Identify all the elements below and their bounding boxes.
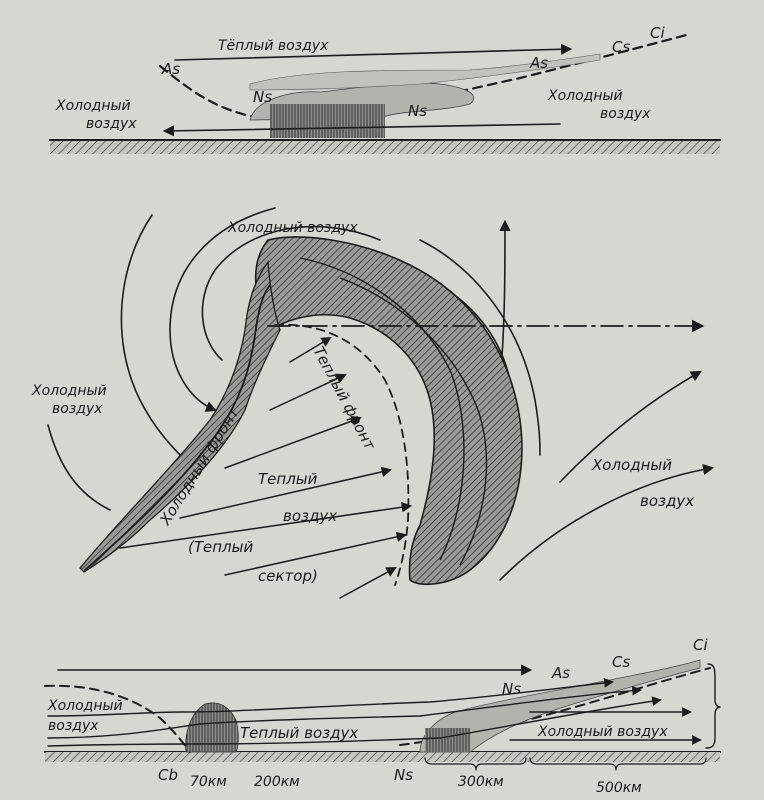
top-cloud-as: [249, 53, 601, 91]
bottom-flow-2: [47, 685, 642, 739]
right-arrow-1: [559, 370, 702, 483]
top-label-ci: Ci: [650, 24, 665, 42]
bottom-label-cs: Cs: [612, 653, 630, 671]
top-cold-air-left-2: воздух: [86, 116, 137, 132]
top-cold-air-left: Холодный воздух: [55, 98, 137, 132]
top-warm-air-label: Тёплый воздух: [218, 38, 329, 54]
mid-cold-air-right-1: Холодный: [591, 456, 672, 474]
top-warm-arrow: [174, 43, 573, 61]
bottom-cold-air-right: Холодный воздух: [537, 724, 668, 740]
distance-bracket-300: [424, 757, 527, 771]
top-cold-air-right: Холодный воздух: [547, 88, 651, 122]
bottom-warm-front-surface: [399, 667, 711, 746]
bottom-label-ci: Ci: [693, 636, 708, 654]
warm-arrow-2: [269, 373, 347, 411]
bottom-precip: [425, 728, 470, 752]
bottom-cold-air-left: Холодный воздух: [47, 698, 127, 734]
bottom-label-ns-top: Ns: [502, 680, 521, 698]
warm-arrow-5: [119, 502, 413, 549]
mid-warm-sector-2: сектор): [258, 567, 318, 585]
circ-arrow-3: [201, 225, 381, 361]
cold-front-band: [79, 260, 281, 573]
warm-arrow-7: [339, 566, 397, 599]
top-cold-arrow: [162, 123, 561, 137]
bottom-warm-air: Теплый воздух: [240, 724, 358, 742]
top-cold-air-right-2: воздух: [600, 106, 651, 122]
mid-warm-air-2: воздух: [283, 507, 337, 525]
mid-cold-air-left: Холодный воздух: [31, 383, 111, 417]
top-label-ns-1: Ns: [253, 88, 272, 106]
bottom-label-as: As: [551, 664, 570, 682]
mid-cold-air-left-1: Холодный: [31, 383, 107, 399]
mid-warm-sector: (Теплый сектор): [188, 538, 318, 585]
distance-200: 200км: [254, 774, 300, 790]
warm-front-cloud: [254, 236, 523, 586]
mid-warm-air: Теплый воздух: [258, 470, 337, 525]
circ-arrow-1: [120, 214, 186, 461]
top-ground: [50, 140, 720, 154]
circ-arrow-2: [169, 207, 276, 412]
cold-front-line: [84, 284, 271, 571]
warm-arrow-6: [224, 531, 408, 576]
top-label-as-right: As: [529, 54, 548, 72]
top-cold-air-left-1: Холодный: [55, 98, 131, 114]
distance-70: 70км: [190, 774, 227, 790]
bottom-flow-1: [47, 678, 614, 717]
bottom-flow-3: [47, 696, 662, 747]
warm-arrow-3: [224, 415, 362, 469]
bottom-label-ns-ground: Ns: [394, 766, 413, 784]
circ-arrow-6: [419, 239, 541, 456]
top-label-ns-2: Ns: [408, 102, 427, 120]
right-arrow-2: [499, 463, 715, 581]
warm-front-line: [274, 323, 410, 586]
distance-300: 300км: [458, 774, 504, 790]
bottom-cold-air-left-2: воздух: [48, 718, 99, 734]
circ-arrow-4: [47, 424, 111, 511]
warm-arrow-1: [289, 336, 332, 363]
mid-warm-sector-1: (Теплый: [188, 538, 253, 556]
height-bracket: [705, 663, 721, 749]
cloud-layer-1: [299, 257, 465, 561]
bottom-label-cb: Cb: [158, 766, 178, 784]
top-precip: [270, 104, 385, 138]
top-cold-air-right-1: Холодный: [547, 88, 623, 104]
distance-500: 500км: [596, 780, 642, 796]
warm-arrow-4: [179, 466, 393, 519]
mid-warm-air-1: Теплый: [258, 470, 318, 488]
bottom-ground: [45, 752, 720, 762]
top-label-as-left: As: [161, 60, 180, 78]
distance-bracket-500: [529, 757, 707, 771]
mid-cold-air-right: Холодный воздух: [591, 456, 694, 510]
top-section: Тёплый воздух Холодный воздух Холодный в…: [49, 24, 721, 154]
bottom-section: Холодный воздух Теплый воздух Холодный в…: [44, 636, 721, 796]
mid-cold-air-right-2: воздух: [640, 492, 694, 510]
mid-cold-air-left-2: воздух: [52, 401, 103, 417]
cloud-layer-2: [339, 277, 488, 566]
mid-cold-air-top: Холодный воздух: [227, 220, 358, 236]
bottom-cold-air-left-1: Холодный: [47, 698, 123, 714]
top-label-cs: Cs: [612, 38, 630, 56]
